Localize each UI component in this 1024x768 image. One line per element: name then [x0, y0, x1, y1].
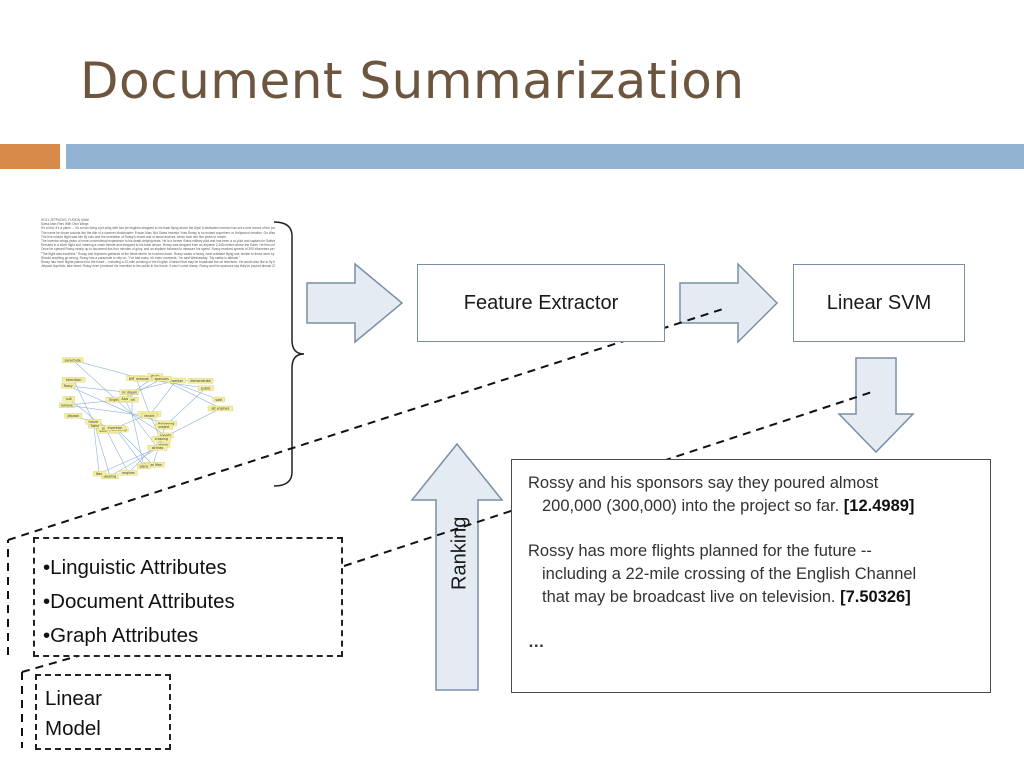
- right-brace: [273, 221, 305, 487]
- graph-edge: [135, 377, 150, 415]
- document-line: The inventor brings years of more conven…: [41, 239, 275, 244]
- graph-node-label: demonstrate: [190, 379, 210, 383]
- ranked-sentences-box: Rossy and his sponsors say they poured a…: [511, 459, 991, 693]
- slide-title: Document Summarization: [80, 52, 745, 110]
- graph-node-label: jetpack: [66, 414, 79, 418]
- document-line: The five-minute flight saw him fly solo …: [41, 234, 227, 239]
- graph-node-label: plans: [140, 465, 149, 469]
- word-graph: regulatorssanctionedgatheredshookremoved…: [58, 357, 234, 480]
- sentence-2-score: [7.50326]: [840, 588, 911, 606]
- graph-node-label: crossing: [155, 437, 168, 441]
- graph-node-label: jet engines: [211, 407, 230, 411]
- ranking-label: Ranking: [448, 516, 471, 590]
- linear-model-line-2: Model: [45, 717, 101, 740]
- document-line: Rossy has more flights planned for the f…: [41, 260, 275, 265]
- sentence-1-line-1: Rossy and his sponsors say they poured a…: [528, 474, 879, 492]
- sentence-2-line-1: Rossy has more flights planned for the f…: [528, 542, 872, 560]
- graph-node-label: engines: [122, 471, 135, 475]
- attribute-document: •Document Attributes: [43, 590, 235, 613]
- document-line: Dressed in a silver flight suit, wearing…: [41, 243, 275, 248]
- ranked-sentence-1: Rossy and his sponsors say they poured a…: [528, 472, 974, 518]
- attribute-graph: •Graph Attributes: [43, 624, 199, 647]
- graph-node-label: parachute: [65, 358, 81, 362]
- document-line: Jetpack hopefuls, take heart: Rossy even…: [41, 264, 275, 269]
- graph-node-label: suit: [66, 397, 73, 401]
- graph-node-label: future: [89, 420, 99, 424]
- document-line: Swiss Man Flies With Own Wings: [41, 222, 89, 227]
- graph-node-label: exhaust: [136, 377, 149, 381]
- sentence-2-line-3-text: that may be broadcast live on television…: [542, 588, 841, 606]
- graph-node-label: Swiss: [91, 424, 100, 428]
- graph-node-label: public: [201, 386, 211, 390]
- linear-model-box: Linear Model: [35, 674, 171, 750]
- ranked-sentence-2: Rossy has more flights planned for the f…: [528, 540, 974, 609]
- graph-node-label: inventor: [170, 379, 184, 383]
- graph-node-label: project: [159, 425, 171, 429]
- document-line: The name he chose sounds like the title …: [41, 230, 275, 235]
- graph-node-label: said: [215, 398, 222, 402]
- sentence-1-line-2: 200,000 (300,000) into the project so fa…: [528, 495, 974, 518]
- sentence-2-line-3: that may be broadcast live on television…: [528, 586, 974, 609]
- graph-node-label: Alps: [121, 397, 128, 401]
- attributes-box: •Linguistic Attributes •Document Attribu…: [33, 537, 343, 657]
- graph-node-label: sponsors: [155, 377, 170, 381]
- feature-extractor-box: Feature Extractor: [417, 264, 665, 342]
- graph-node-label: Rossy: [64, 384, 73, 388]
- graph-node-label: dream: [127, 390, 137, 394]
- arrow-to-linear-svm: [679, 262, 779, 344]
- graph-node-label: record: [144, 414, 154, 418]
- linear-svm-box: Linear SVM: [793, 264, 965, 342]
- dashed-connector-lm: [21, 655, 79, 673]
- graph-edge: [149, 380, 177, 416]
- ellipsis: …: [528, 633, 545, 651]
- sentence-2-line-2: including a 22-mile crossing of the Engl…: [542, 565, 917, 583]
- graph-node-label: wearing: [104, 475, 117, 479]
- sentence-1-line-2-text: 200,000 (300,000) into the project so fa…: [542, 497, 844, 515]
- document-line: Should anything go wrong, Rossy has a pa…: [41, 255, 241, 260]
- document-line: "The flight was excellent," Rossy told r…: [41, 251, 275, 256]
- arrow-to-feature-extractor: [306, 262, 404, 344]
- graph-node-label: remove: [61, 404, 73, 408]
- sentence-1-score: [12.4989]: [843, 497, 915, 515]
- arrow-down-from-svm: [837, 357, 915, 454]
- document-line: Once he opened Rossy nearly up to docume…: [41, 247, 275, 252]
- document-thumbnail: HOLY JETPACKS, FUSION MAN!Swiss Man Flie…: [38, 214, 278, 489]
- document-line: HOLY JETPACKS, FUSION MAN!: [41, 218, 90, 222]
- attribute-linguistic: •Linguistic Attributes: [43, 556, 227, 579]
- graph-edge: [124, 378, 162, 400]
- graph-node-label: airlines: [152, 446, 164, 450]
- linear-model-line-1: Linear: [45, 687, 102, 710]
- graph-edge: [105, 427, 129, 473]
- graph-node-label: Bex: [96, 472, 102, 476]
- graph-node-label: invention: [108, 426, 123, 430]
- accent-band-right: [66, 144, 1024, 169]
- document-line: It's a bird, it's a plane ... it's a man…: [41, 226, 275, 231]
- graph-node-label: television: [66, 378, 81, 382]
- document-text: HOLY JETPACKS, FUSION MAN!Swiss Man Flie…: [41, 218, 275, 268]
- accent-band-left: [0, 144, 60, 169]
